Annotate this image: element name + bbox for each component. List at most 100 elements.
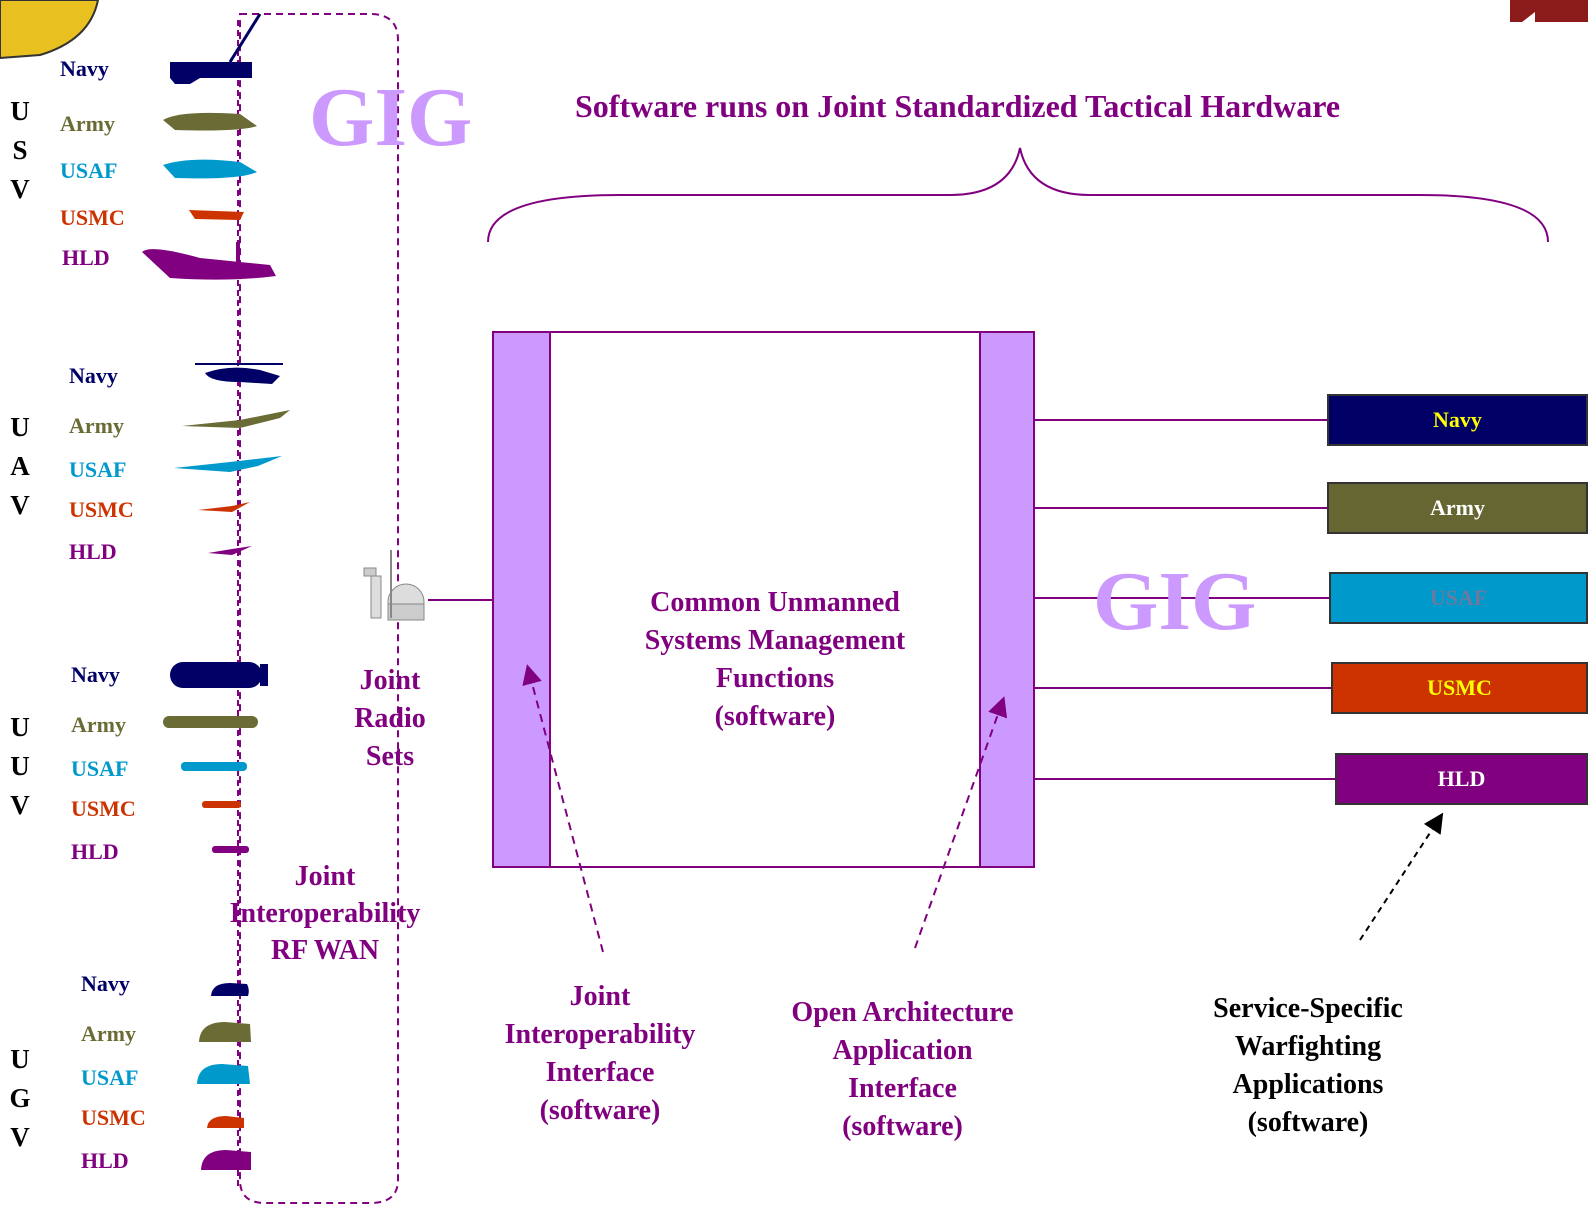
ssw-pointer-arrow (1359, 812, 1444, 941)
uuv-silhouettes (163, 662, 268, 853)
ugv-usaf-icon (197, 1064, 250, 1084)
uuv-usmc-icon (202, 801, 241, 808)
letter: V (10, 790, 30, 820)
letter: A (10, 451, 30, 481)
letter: S (12, 135, 28, 165)
uav-label-hld: HLD (69, 539, 117, 564)
letter: U (10, 96, 30, 126)
line: (software) (714, 701, 836, 732)
line: Interoperability (504, 1019, 696, 1050)
ugv-label-usaf: USAF (81, 1065, 139, 1090)
uuv-label-navy: Navy (71, 662, 120, 687)
hardware-brace (487, 147, 1549, 243)
uav-silhouettes (174, 363, 290, 555)
ugv-label-hld: HLD (81, 1148, 129, 1173)
line: Interface (848, 1073, 957, 1104)
line: Warfighting (1234, 1031, 1382, 1062)
line: Interface (545, 1057, 655, 1088)
app-box-usmc: USMC (1331, 662, 1588, 714)
app-box-usaf: USAF (1329, 572, 1588, 624)
app-box-army: Army (1327, 482, 1588, 534)
app-box-label: HLD (1437, 766, 1486, 791)
uav-hld-icon (208, 546, 252, 555)
joint-rf-wan-label: Joint Interoperability RF WAN (210, 858, 440, 969)
line: Service-Specific (1213, 993, 1403, 1024)
line: Applications (1232, 1069, 1384, 1100)
core-functions-label: Common Unmanned Systems Management Funct… (580, 584, 970, 736)
usv-navy-icon (170, 62, 252, 84)
letter: V (10, 490, 30, 520)
logo-left-corner (0, 0, 100, 60)
line: RF WAN (270, 935, 380, 966)
uuv-navy-icon (170, 662, 262, 688)
radio-antenna-icon (363, 550, 425, 621)
usv-usaf-icon (163, 159, 257, 179)
usv-label-usmc: USMC (60, 205, 125, 230)
uuv-label-usaf: USAF (71, 756, 129, 781)
app-box-label: Navy (1433, 407, 1482, 432)
ugv-label-army: Army (81, 1021, 136, 1046)
line: Joint (359, 665, 421, 696)
uav-label-usmc: USMC (69, 497, 134, 522)
ugv-label-navy: Navy (81, 971, 130, 996)
gig-label-right: GIG (1093, 555, 1257, 648)
core-box (492, 331, 1035, 868)
ugv-silhouettes (197, 983, 251, 1170)
gig-boundary-left (239, 13, 399, 1204)
uuv-hld-icon (212, 846, 249, 853)
uuv-label-usmc: USMC (71, 796, 136, 821)
ugv-hld-icon (201, 1150, 251, 1170)
joint-interface-bar (492, 331, 551, 868)
open-arch-interface-bar (979, 331, 1035, 868)
uav-label-army: Army (69, 413, 124, 438)
line: Radio (354, 703, 426, 734)
uav-usmc-icon (198, 502, 250, 512)
line: (software) (842, 1111, 963, 1142)
jii-pointer-arrow (522, 664, 604, 953)
group-letters-usv: U S V (8, 92, 32, 209)
uuv-label-hld: HLD (71, 839, 119, 864)
joint-interface-label: Joint Interoperability Interface (softwa… (480, 978, 720, 1130)
usv-army-icon (163, 112, 257, 131)
line: (software) (539, 1095, 661, 1126)
line: Functions (715, 663, 835, 694)
gig-label-left: GIG (309, 71, 473, 164)
line: (software) (1247, 1107, 1369, 1138)
group-letters-uuv: U U V (8, 708, 32, 825)
line: Systems Management (644, 625, 906, 656)
uav-label-navy: Navy (69, 363, 118, 388)
uuv-usaf-icon (181, 762, 247, 771)
group-letters-uav: U A V (8, 408, 32, 525)
ugv-usmc-icon (207, 1116, 244, 1128)
line: Common Unmanned (650, 587, 900, 618)
oaai-pointer-arrow (914, 696, 1008, 949)
uav-army-icon (182, 410, 290, 428)
app-box-label: Army (1430, 495, 1485, 520)
uav-navy-icon (205, 367, 280, 384)
letter: V (10, 1122, 30, 1152)
service-specific-label: Service-Specific Warfighting Application… (1180, 990, 1436, 1142)
ugv-army-icon (199, 1022, 251, 1042)
logo-right-corner (1510, 0, 1588, 22)
joint-radio-sets-label: Joint Radio Sets (330, 662, 450, 776)
usv-usmc-icon (189, 210, 244, 220)
uuv-label-army: Army (71, 712, 126, 737)
line: Joint (569, 981, 631, 1012)
group-letters-ugv: U G V (8, 1040, 32, 1157)
usv-label-usaf: USAF (60, 158, 118, 183)
header-title: Software runs on Joint Standardized Tact… (575, 88, 1341, 124)
app-box-navy: Navy (1327, 394, 1588, 446)
app-box-hld: HLD (1335, 753, 1588, 805)
ugv-label-usmc: USMC (81, 1105, 146, 1130)
letter: V (10, 174, 30, 204)
line: Interoperability (229, 898, 421, 929)
letter: U (10, 1044, 30, 1074)
usv-hld-icon (142, 249, 276, 280)
usv-label-navy: Navy (60, 56, 109, 81)
letter: U (10, 412, 30, 442)
uav-usaf-icon (174, 456, 282, 472)
letter: G (9, 1083, 31, 1113)
ugv-navy-icon (211, 983, 249, 996)
line: Open Architecture (791, 997, 1014, 1028)
